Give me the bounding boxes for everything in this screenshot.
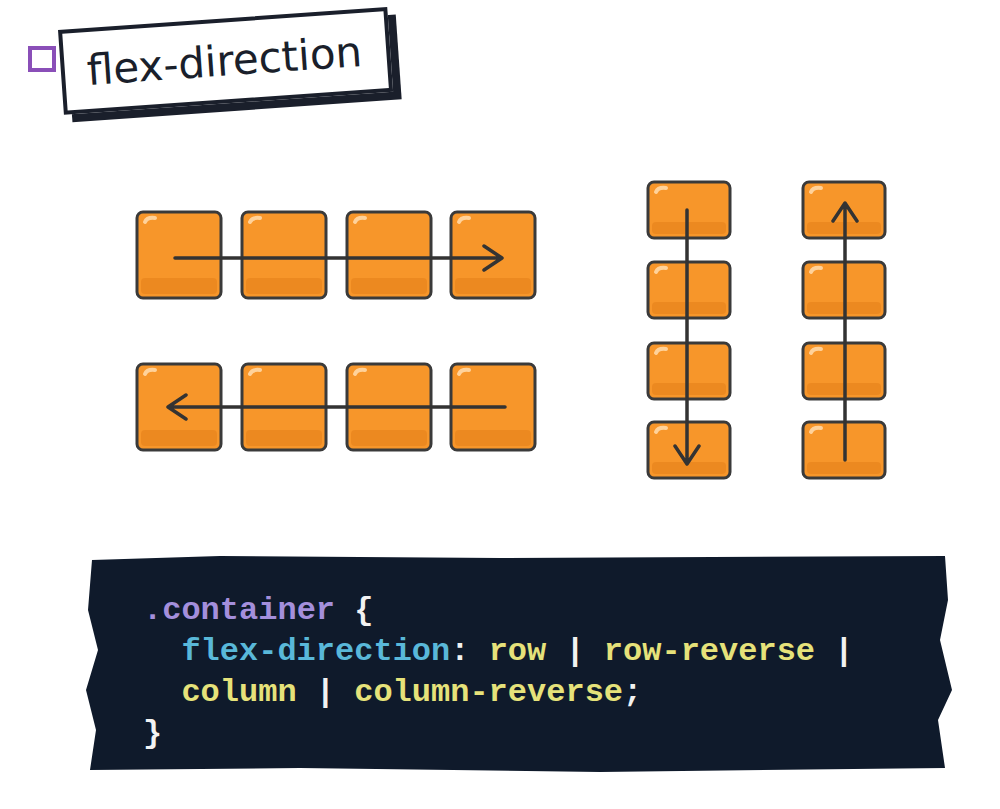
code-token: column-reverse — [354, 674, 623, 711]
column-boxes — [648, 182, 730, 478]
code-token: row-reverse — [604, 633, 815, 670]
code-panel — [86, 556, 952, 772]
title: flex-direction — [58, 7, 393, 115]
code-token: column — [181, 674, 296, 711]
code-token: .container — [143, 592, 335, 629]
checkbox — [30, 48, 54, 70]
title-label: flex-direction — [58, 7, 393, 115]
code-token: ; — [623, 674, 642, 711]
code-token: } — [143, 715, 162, 752]
code-token: | — [834, 633, 853, 670]
code-block: .container { flex-direction: row | row-revers… — [143, 592, 853, 756]
code-token: { — [354, 592, 373, 629]
code-line: } — [143, 715, 853, 756]
code-token: | — [316, 674, 335, 711]
code-token: row — [489, 633, 547, 670]
code-token: flex-direction — [181, 633, 450, 670]
row-reverse-boxes — [137, 364, 535, 450]
code-token: : — [450, 633, 469, 670]
code-token: | — [565, 633, 584, 670]
code-line: column | column-reverse; — [143, 674, 853, 715]
column-reverse-boxes — [803, 182, 885, 478]
code-line: .container { — [143, 592, 853, 633]
row-boxes — [137, 212, 535, 298]
code-line: flex-direction: row | row-reverse | — [143, 633, 853, 674]
